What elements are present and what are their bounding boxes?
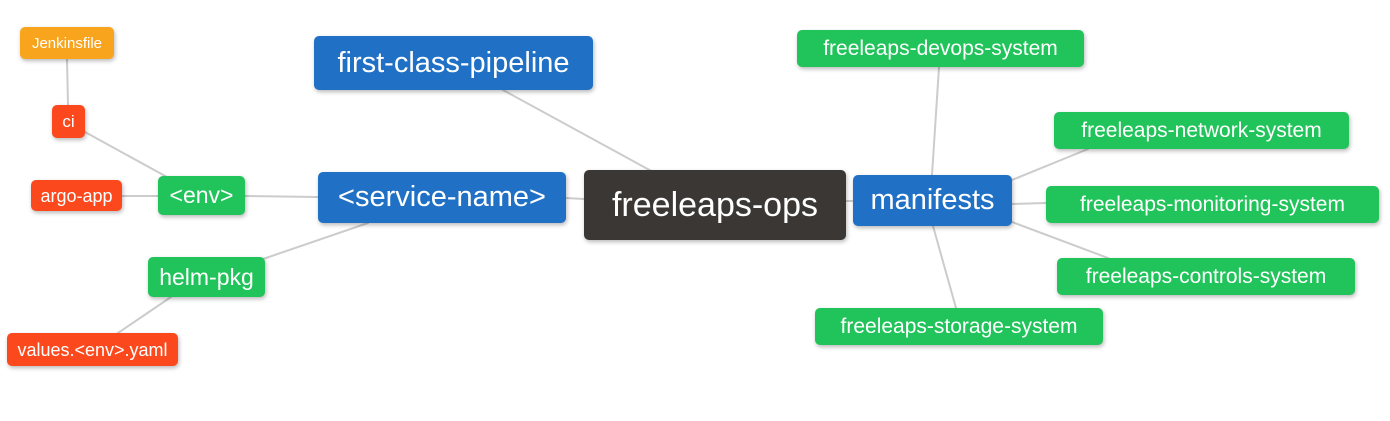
- mindmap-node-first-class-pipeline[interactable]: first-class-pipeline: [314, 36, 593, 90]
- mindmap-node-freeleaps-storage-system[interactable]: freeleaps-storage-system: [815, 308, 1103, 345]
- edge-manifests-to-freeleaps-network-system: [1011, 148, 1089, 181]
- edge-helm-pkg-to-service-name: [262, 222, 369, 260]
- mindmap-node-manifests[interactable]: manifests: [853, 175, 1012, 226]
- node-label: manifests: [870, 184, 995, 216]
- mindmap-node-freeleaps-devops-system[interactable]: freeleaps-devops-system: [797, 30, 1084, 67]
- node-label: freeleaps-monitoring-system: [1080, 193, 1345, 216]
- node-label: Jenkinsfile: [31, 34, 103, 52]
- node-label: freeleaps-network-system: [1081, 119, 1322, 142]
- node-label: <env>: [169, 182, 234, 208]
- mindmap-node-env[interactable]: <env>: [158, 176, 245, 215]
- mindmap-node-jenkinsfile[interactable]: Jenkinsfile: [20, 27, 114, 59]
- edge-jenkinsfile-to-ci: [66, 58, 69, 106]
- edge-values-env-yaml-to-helm-pkg: [117, 296, 172, 334]
- node-label: <service-name>: [338, 181, 546, 213]
- edge-ci-to-env: [84, 131, 168, 178]
- node-label: values.<env>.yaml: [17, 339, 168, 360]
- edge-env-to-service-name: [244, 195, 319, 198]
- mindmap-node-freeleaps-ops[interactable]: freeleaps-ops: [584, 170, 846, 240]
- edge-freeleaps-devops-system-to-manifests: [931, 66, 940, 176]
- node-label: argo-app: [40, 185, 113, 206]
- mindmap-node-freeleaps-network-system[interactable]: freeleaps-network-system: [1054, 112, 1349, 149]
- node-label: helm-pkg: [159, 263, 254, 290]
- node-label: ci: [62, 112, 75, 131]
- edge-manifests-to-freeleaps-monitoring-system: [1011, 202, 1047, 205]
- mindmap-node-ci[interactable]: ci: [52, 105, 85, 138]
- mindmap-node-freeleaps-monitoring-system[interactable]: freeleaps-monitoring-system: [1046, 186, 1379, 223]
- edge-service-name-to-freeleaps-ops: [565, 197, 585, 200]
- mindmap-node-values-env-yaml[interactable]: values.<env>.yaml: [7, 333, 178, 366]
- edge-first-class-pipeline-to-freeleaps-ops: [502, 89, 656, 174]
- node-label: first-class-pipeline: [337, 46, 570, 79]
- node-label: freeleaps-controls-system: [1085, 265, 1327, 288]
- node-label: freeleaps-devops-system: [823, 37, 1058, 60]
- mindmap-node-freeleaps-controls-system[interactable]: freeleaps-controls-system: [1057, 258, 1355, 295]
- mindmap-node-service-name[interactable]: <service-name>: [318, 172, 566, 223]
- edge-manifests-to-freeleaps-storage-system: [932, 225, 957, 309]
- node-label: freeleaps-ops: [611, 186, 818, 224]
- mindmap-node-helm-pkg[interactable]: helm-pkg: [148, 257, 265, 297]
- mindmap-node-argo-app[interactable]: argo-app: [31, 180, 122, 211]
- edge-manifests-to-freeleaps-controls-system: [1011, 221, 1109, 259]
- node-label: freeleaps-storage-system: [840, 315, 1078, 338]
